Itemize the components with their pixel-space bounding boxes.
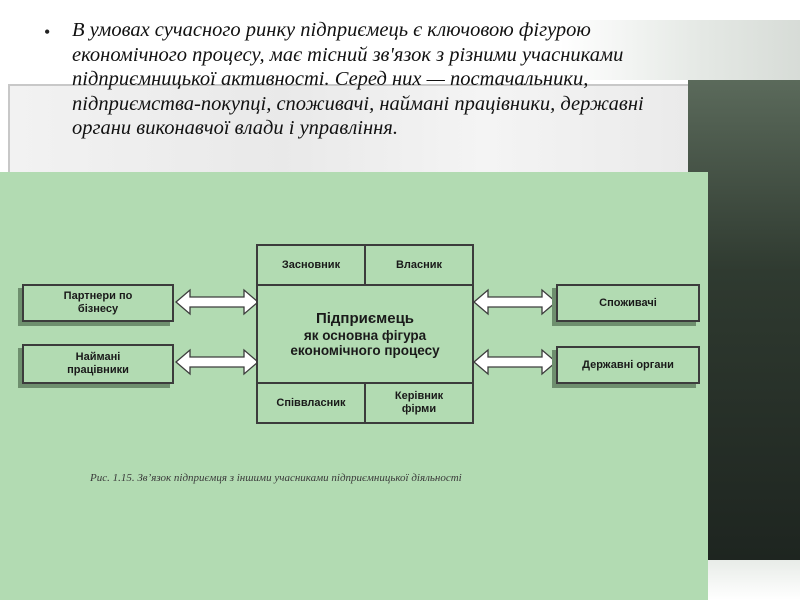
- box-consumers: Споживачі: [556, 284, 700, 322]
- box-partners: Партнери по бізнесу: [22, 284, 174, 322]
- box-employees: Наймані працівники: [22, 344, 174, 384]
- box-coowner: Співвласник: [256, 382, 366, 424]
- background-image-top: [560, 20, 800, 80]
- box-owner: Власник: [364, 244, 474, 286]
- box-founder: Засновник: [256, 244, 366, 286]
- bullet-paragraph: В умовах сучасного ринку підприємець є к…: [46, 18, 676, 141]
- bottom-side-strip: [708, 560, 800, 600]
- center-title: Підприємець: [315, 309, 415, 327]
- center-line-1: як основна фігура: [303, 327, 427, 343]
- bullet-icon: •: [44, 22, 51, 42]
- figure-caption: Рис. 1.15. Зв’язок підприємця з іншими у…: [90, 472, 462, 484]
- box-entrepreneur: Підприємець як основна фігура економічно…: [256, 284, 474, 384]
- box-manager: Керівник фірми: [364, 382, 474, 424]
- arrow-right-bottom: [473, 349, 557, 375]
- box-state-bodies: Державні органи: [556, 346, 700, 384]
- arrow-left-top: [175, 289, 259, 315]
- bullet-text: В умовах сучасного ринку підприємець є к…: [72, 19, 644, 139]
- arrow-left-bottom: [175, 349, 259, 375]
- background-image-strip: [8, 84, 690, 180]
- arrow-right-top: [473, 289, 557, 315]
- center-line-2: економічного процесу: [290, 342, 440, 358]
